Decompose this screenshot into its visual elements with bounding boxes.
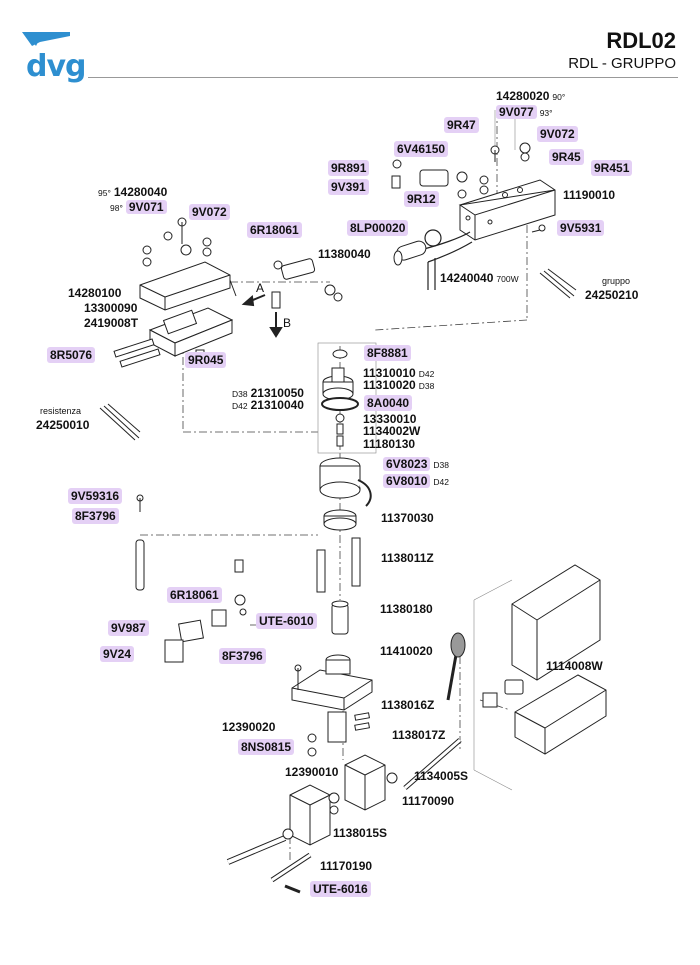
part-label[interactable]: 8A0040 [364, 395, 413, 411]
part-label[interactable]: 9V5931 [557, 220, 605, 236]
part-label[interactable]: 12390010 [285, 765, 339, 779]
arrow-label-b: B [283, 316, 292, 330]
part-label[interactable]: 9R45 [549, 149, 584, 165]
part-label[interactable]: 1138017Z [392, 728, 446, 742]
part-label[interactable]: 8R5076 [47, 347, 96, 363]
part-label[interactable]: 12390020 [222, 720, 276, 734]
part-label[interactable]: 1138016Z [381, 698, 435, 712]
page-subtitle: RDL - GRUPPO [568, 55, 676, 72]
part-label[interactable]: 24250210 [585, 288, 639, 302]
part-label[interactable]: 11410020 [380, 644, 433, 658]
part-label[interactable]: 9V072 [537, 126, 578, 142]
part-label[interactable]: 11370030 [381, 511, 434, 525]
part-label[interactable]: 1138011Z [381, 551, 434, 565]
part-label[interactable]: 8LP00020 [347, 220, 409, 236]
part-label[interactable]: 1114008W [546, 659, 603, 673]
part-label[interactable]: 9R451 [591, 160, 633, 176]
part-label[interactable]: 9R12 [404, 191, 439, 207]
part-label[interactable]: 1134002W [363, 424, 421, 438]
dvg-logo-mark [22, 32, 70, 46]
part-label[interactable]: 13300090 [84, 301, 138, 315]
part-label[interactable]: 24250010 [36, 418, 90, 432]
part-label[interactable]: 9R47 [444, 117, 479, 133]
part-label[interactable]: 14280100 [68, 286, 122, 300]
part-label[interactable]: 9V24 [100, 646, 135, 662]
part-label[interactable]: 11170190 [320, 859, 373, 873]
part-label[interactable]: 9R045 [185, 352, 227, 368]
part-label[interactable]: 2419008T [84, 316, 139, 330]
part-label[interactable]: 11190010 [563, 188, 616, 202]
part-label[interactable]: UTE-6010 [256, 613, 317, 629]
part-label[interactable]: 6V46150 [394, 141, 449, 157]
arrow-label-a: A [256, 281, 265, 295]
part-label[interactable]: 9V59316 [68, 488, 123, 504]
part-label[interactable]: 9V987 [108, 620, 149, 636]
note-resistenza: resistenza [40, 406, 82, 416]
part-label[interactable]: 13330010 [363, 412, 417, 426]
part-label[interactable]: 11380040 [318, 247, 371, 261]
part-label[interactable]: 95°14280040 [98, 185, 168, 199]
part-label[interactable]: 6R18061 [247, 222, 302, 238]
part-label[interactable]: 11170090 [402, 794, 455, 808]
part-label[interactable]: 9R891 [328, 160, 370, 176]
part-label[interactable]: 8F3796 [72, 508, 119, 524]
part-label[interactable]: 98°9V071 [110, 199, 167, 216]
part-label[interactable]: UTE-6016 [310, 881, 371, 897]
header-divider [88, 77, 678, 78]
part-label[interactable]: 6R18061 [167, 587, 222, 603]
part-label[interactable]: 8NS0815 [238, 739, 295, 755]
page-code: RDL02 [606, 28, 676, 53]
part-label[interactable]: 11180130 [363, 437, 416, 451]
part-label[interactable]: 9V072 [189, 204, 230, 220]
part-label[interactable]: 8F3796 [219, 648, 266, 664]
note-gruppo: gruppo [602, 276, 631, 286]
part-label[interactable]: 9V391 [328, 179, 369, 195]
part-label[interactable]: 8F8881 [364, 345, 411, 361]
part-label[interactable]: 1134005S [414, 769, 469, 783]
part-label[interactable]: 11380180 [380, 602, 433, 616]
brand-logo: dvg [26, 49, 87, 84]
part-label[interactable]: 1138015S [333, 826, 388, 840]
